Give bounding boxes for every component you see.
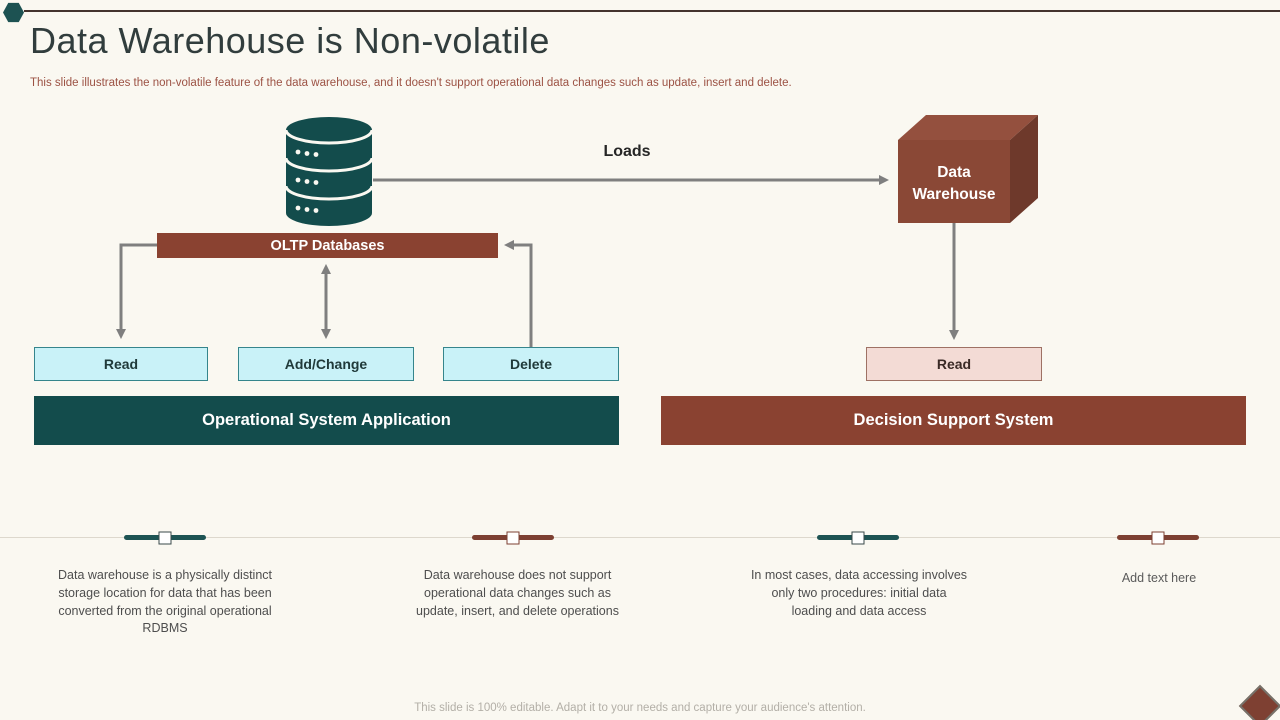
operational-system-bar: Operational System Application bbox=[34, 396, 619, 445]
oltp-to-read-arrow bbox=[115, 243, 157, 340]
note-text-3: In most cases, data accessing involves o… bbox=[750, 568, 968, 618]
data-warehouse-cube-icon bbox=[898, 115, 1038, 223]
database-icon bbox=[284, 116, 374, 228]
add-change-box: Add/Change bbox=[238, 347, 414, 381]
delete-to-oltp-arrow bbox=[503, 239, 533, 347]
hexagon-icon bbox=[3, 2, 24, 23]
page-title: Data Warehouse is Non-volatile bbox=[30, 20, 550, 61]
note-text-2: Data warehouse does not support operatio… bbox=[416, 568, 619, 618]
decision-support-bar: Decision Support System bbox=[661, 396, 1246, 445]
slider-handle-icon bbox=[851, 531, 865, 544]
top-accent-line bbox=[24, 10, 1280, 12]
slider-marker-2 bbox=[472, 531, 554, 544]
slider-marker-4 bbox=[1117, 531, 1199, 544]
slider-handle-icon bbox=[158, 531, 172, 544]
dss-read-box: Read bbox=[866, 347, 1042, 381]
delete-box: Delete bbox=[443, 347, 619, 381]
bottom-divider-line bbox=[0, 537, 1280, 538]
footer-note: This slide is 100% editable. Adapt it to… bbox=[414, 702, 866, 714]
data-warehouse-label: Data Warehouse bbox=[912, 164, 996, 204]
read-box: Read bbox=[34, 347, 208, 381]
note-text-placeholder: Add text here bbox=[1121, 571, 1197, 585]
oltp-databases-bar: OLTP Databases bbox=[157, 233, 498, 258]
slider-handle-icon bbox=[506, 531, 520, 544]
note-text-1: Data warehouse is a physically distinct … bbox=[58, 568, 272, 636]
diamond-icon bbox=[1238, 684, 1280, 720]
loads-label: Loads bbox=[603, 143, 651, 160]
slider-marker-1 bbox=[124, 531, 206, 544]
slide-subtitle: This slide illustrates the non-volatile … bbox=[30, 77, 792, 89]
slider-marker-3 bbox=[817, 531, 899, 544]
slider-handle-icon bbox=[1151, 531, 1165, 544]
